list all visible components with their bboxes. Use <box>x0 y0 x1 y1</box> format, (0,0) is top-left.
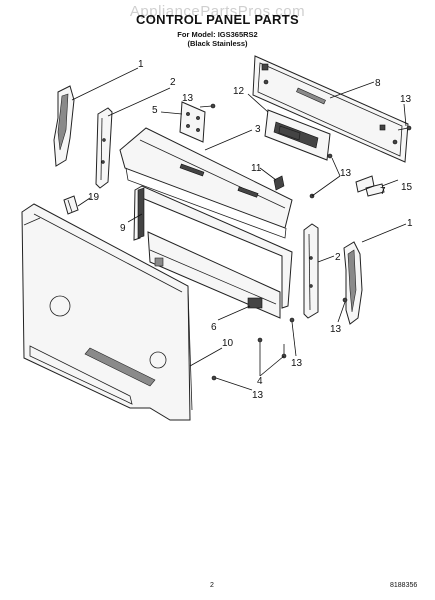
part-5-bracket <box>179 101 206 143</box>
callout-10: 10 <box>222 338 234 349</box>
part-3-control-panel <box>119 127 293 239</box>
screw-13g <box>211 375 217 381</box>
screw-13e <box>342 297 348 303</box>
screw-4a <box>257 337 263 350</box>
callout-12: 12 <box>233 86 245 97</box>
callout-6: 6 <box>211 322 217 333</box>
callout-labels: 1 2 13 5 12 8 13 3 11 13 7 15 19 9 2 1 6… <box>88 59 413 401</box>
part-8-panel-backer <box>252 55 409 163</box>
part-2-left-bracket <box>95 107 113 189</box>
part-1-right-end-cap <box>343 241 363 325</box>
screw-13f <box>289 317 295 323</box>
callout-1-left: 1 <box>138 59 144 70</box>
callout-1-right: 1 <box>407 218 413 229</box>
part-12-control-board <box>264 109 331 161</box>
callout-13-top-left: 13 <box>182 93 194 104</box>
callout-9: 9 <box>120 223 126 234</box>
screw-13a <box>199 103 216 109</box>
screw-13b <box>397 125 412 131</box>
page-number: 2 <box>210 582 214 589</box>
callout-2-left: 2 <box>170 77 176 88</box>
part-11-knob <box>273 175 285 191</box>
callout-13-top-right: 13 <box>400 94 412 105</box>
screw-13c <box>327 153 333 159</box>
callout-7: 7 <box>380 186 386 197</box>
document-number: 8188356 <box>390 582 418 589</box>
callout-19: 19 <box>88 192 100 203</box>
finish-line: (Black Stainless) <box>187 39 248 48</box>
callout-11: 11 <box>251 163 262 174</box>
callout-3: 3 <box>255 124 261 135</box>
callout-4: 4 <box>257 376 263 387</box>
callout-13-bottom-right: 13 <box>330 324 342 335</box>
part-2-right-bracket <box>303 223 319 319</box>
page-title: CONTROL PANEL PARTS <box>136 12 299 27</box>
callout-13-right-middle: 13 <box>340 168 352 179</box>
watermark: AppliancePartsPros.com <box>129 3 306 20</box>
callout-5: 5 <box>152 105 158 116</box>
part-10-back-panel <box>21 203 193 421</box>
leader-lines <box>71 67 407 391</box>
callout-2-right: 2 <box>335 252 341 263</box>
screw-4b <box>281 344 287 359</box>
part-1-left-end-cap <box>53 85 75 167</box>
part-19-clip <box>63 195 79 215</box>
screws <box>199 103 412 381</box>
part-6-lower-panel <box>147 231 281 319</box>
callout-8: 8 <box>375 78 381 89</box>
model-line: For Model: IGS365RS2 <box>177 30 258 39</box>
callout-15: 15 <box>401 182 413 193</box>
callout-13-bottom-center: 13 <box>291 358 303 369</box>
callout-13-bottom: 13 <box>252 390 264 401</box>
part-9-trim <box>133 185 293 309</box>
